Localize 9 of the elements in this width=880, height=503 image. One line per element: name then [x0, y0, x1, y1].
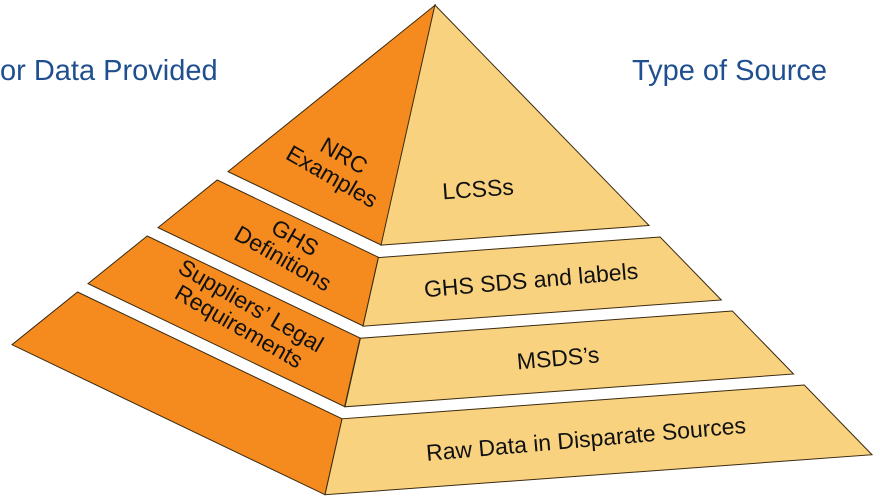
column-heading: or Data Provided	[0, 55, 218, 88]
pyramid-slab	[344, 311, 794, 407]
pyramid-slab	[325, 385, 872, 495]
slab-label: LCSSs	[440, 172, 516, 206]
slab-label: MSDS’s	[514, 340, 601, 376]
column-heading: Type of Source	[632, 55, 828, 88]
pyramid-slab	[362, 236, 722, 326]
slab-label: GHS SDS and labels	[422, 256, 640, 304]
slab-label: Raw Data in Disparate Sources	[424, 410, 748, 468]
